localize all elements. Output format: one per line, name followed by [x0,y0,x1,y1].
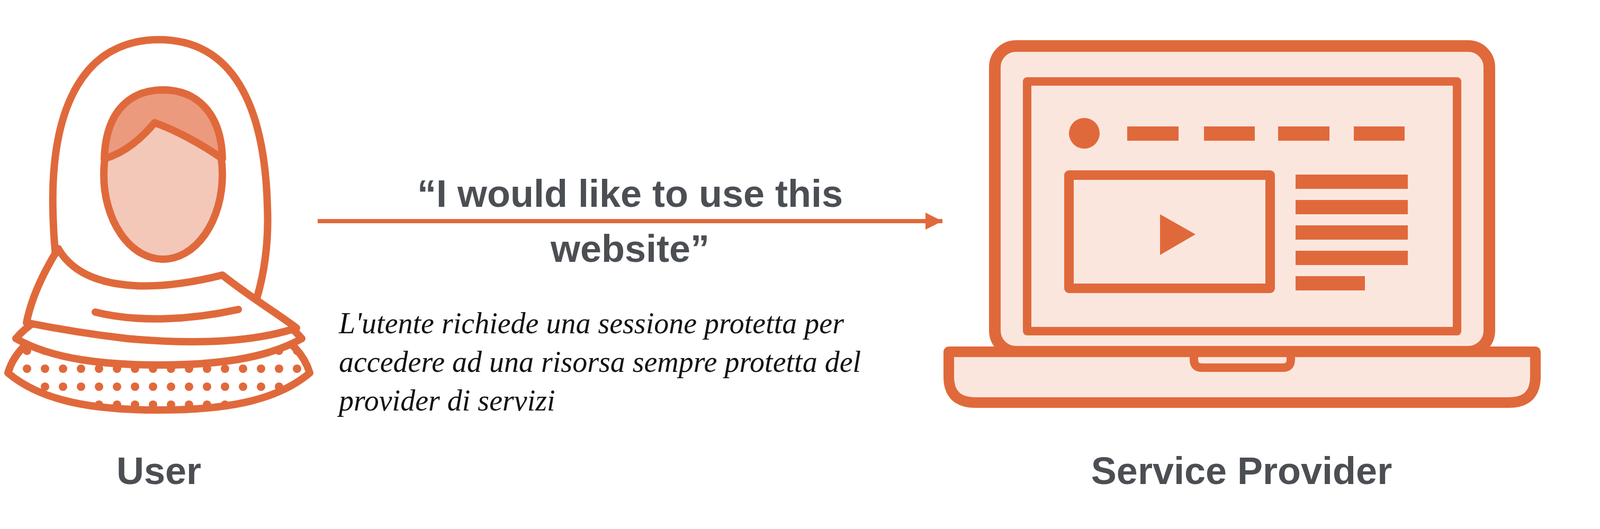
laptop-notch [1193,352,1291,368]
window-dash [1203,126,1255,141]
window-dash [1127,126,1179,141]
edge-label: “I would like to use this website” [365,166,895,277]
user-face [103,90,223,260]
text-line [1295,174,1408,190]
window-dot [1068,118,1100,149]
text-line [1295,225,1408,240]
window-dash [1353,126,1405,141]
video-frame [1068,175,1271,289]
window-dash [1278,126,1330,141]
user-icon [7,39,310,411]
text-line [1295,276,1365,291]
user-scarf-fold [95,309,239,320]
text-line [1295,200,1408,215]
user-hair [104,90,223,159]
play-symbol [1160,214,1196,256]
laptop-icon [948,46,1536,403]
handwritten-note: L'utente richiede una sessione protetta … [338,304,911,420]
user-scarf [26,248,297,343]
laptop-display [1027,81,1458,332]
node-label: Service Provider [1091,449,1392,498]
user-hijab [52,39,268,308]
icon-node: User [0,31,318,498]
laptop-screen [994,46,1490,353]
icon-node: Service Provider [942,31,1541,498]
text-line [1295,250,1408,266]
laptop-base [948,352,1536,403]
node-label: User [116,449,202,498]
request-arrow [317,219,943,224]
